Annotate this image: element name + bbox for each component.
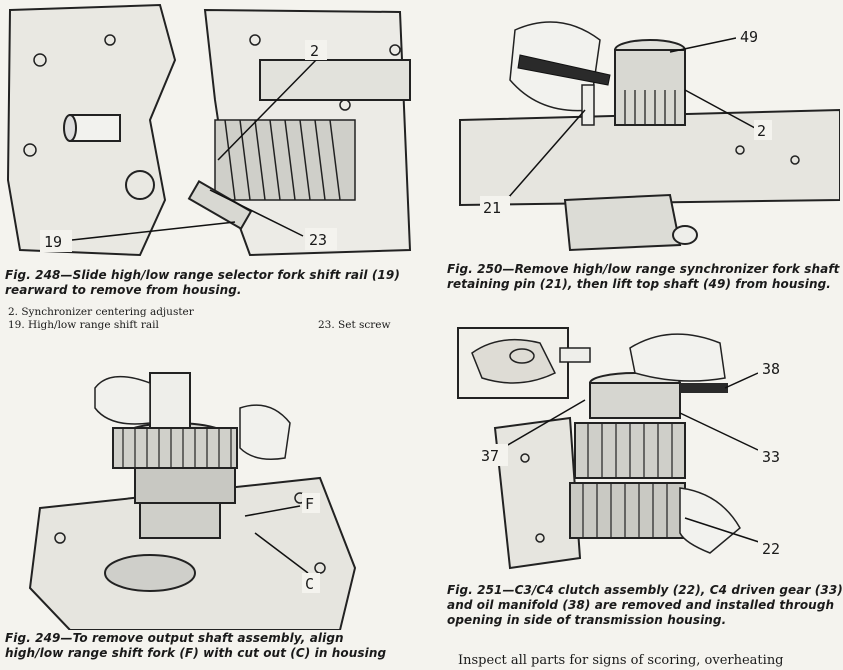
figure-251-illustration: 38 37 33 22	[440, 318, 840, 580]
callout-23: 23	[309, 231, 327, 249]
legend-item-23: 23. Set screw	[318, 319, 391, 331]
callout-19: 19	[44, 233, 62, 251]
fig249-caption-line1: Fig. 249—To remove output shaft assembly…	[5, 631, 344, 645]
fig250-caption-line2: retaining pin (21), then lift top shaft …	[447, 277, 831, 291]
fig248-caption-line2: rearward to remove from housing.	[5, 283, 242, 297]
figure-248-illustration: 2 19 23	[0, 0, 420, 265]
fig251-caption-line2: and oil manifold (38) are removed and in…	[447, 598, 835, 612]
callout-21: 21	[483, 199, 501, 217]
callout-C: C	[305, 575, 314, 593]
fig249-caption: Fig. 249—To remove output shaft assembly…	[5, 631, 415, 661]
callout-2: 2	[757, 122, 766, 140]
callout-38: 38	[762, 360, 780, 378]
fig248-legend: 2. Synchronizer centering adjuster 19. H…	[8, 306, 408, 332]
legend-item-19: 19. High/low range shift rail	[8, 319, 159, 331]
fig250-caption: Fig. 250—Remove high/low range synchroni…	[447, 262, 843, 292]
fig249-caption-line2: high/low range shift fork (F) with cut o…	[5, 646, 387, 660]
fig251-caption-line3: opening in side of transmission housing.	[447, 613, 727, 627]
callout-2: 2	[310, 42, 319, 60]
figure-250-illustration: 49 2 21	[440, 0, 840, 260]
legend-item-2: 2. Synchronizer centering adjuster	[8, 306, 194, 318]
fig248-caption: Fig. 248—Slide high/low range selector f…	[5, 268, 415, 298]
fig251-caption: Fig. 251—C3/C4 clutch assembly (22), C4 …	[447, 583, 843, 628]
fig250-caption-line1: Fig. 250—Remove high/low range synchroni…	[447, 262, 840, 276]
fig248-caption-line1: Fig. 248—Slide high/low range selector f…	[5, 268, 400, 282]
callout-33: 33	[762, 448, 780, 466]
callout-F: F	[305, 495, 314, 513]
callout-37: 37	[481, 447, 499, 465]
figure-249-illustration: F C	[0, 368, 420, 630]
callout-22: 22	[762, 540, 780, 558]
body-paragraph: Inspect all parts for signs of scoring, …	[458, 653, 784, 668]
fig251-caption-line1: Fig. 251—C3/C4 clutch assembly (22), C4 …	[447, 583, 843, 597]
callout-49: 49	[740, 28, 758, 46]
